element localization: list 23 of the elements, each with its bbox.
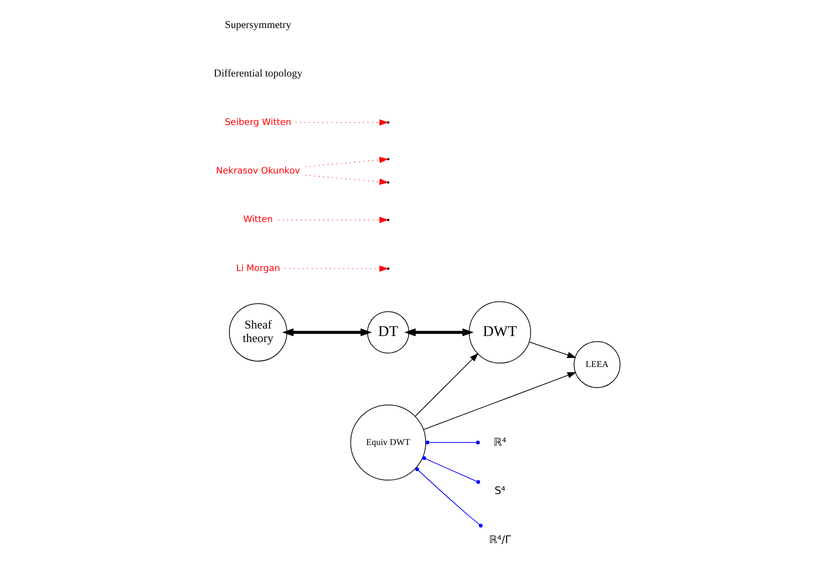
node-text: Nekrasov Okunkov xyxy=(216,166,300,176)
arrow xyxy=(278,216,388,224)
arrow xyxy=(414,352,478,417)
node-circle: Sheaf theory xyxy=(228,303,287,362)
node-text: Li Morgan xyxy=(236,264,280,274)
node-text: Seiberg Witten xyxy=(224,118,291,128)
connector xyxy=(425,440,480,444)
arrow xyxy=(304,156,388,168)
node-text: Witten xyxy=(242,215,272,226)
connector xyxy=(414,467,482,528)
node-text: ℝ⁴ xyxy=(493,436,506,448)
label: Supersymmetry xyxy=(224,20,291,31)
arrow xyxy=(528,342,576,358)
label: Differential topology xyxy=(213,68,302,80)
arrow xyxy=(282,328,372,336)
arrow xyxy=(404,328,474,336)
arrow xyxy=(422,372,576,430)
node-circle: DT xyxy=(366,311,409,354)
node-text: ℝ⁴/Γ xyxy=(488,534,510,546)
node-circle: LEEA xyxy=(573,341,620,388)
arrow xyxy=(304,174,388,185)
connector xyxy=(422,456,480,484)
node-text: S⁴ xyxy=(494,485,505,498)
